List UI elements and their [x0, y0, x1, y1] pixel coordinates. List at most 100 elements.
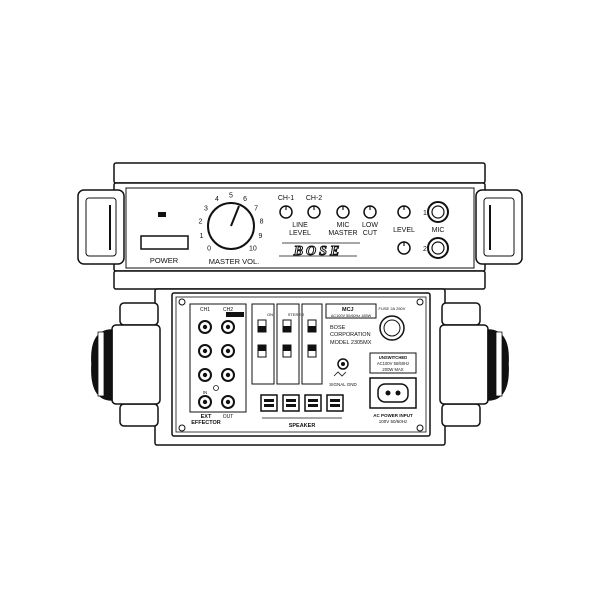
dial-number-2: 2 — [198, 219, 202, 226]
rca-jack[interactable] — [221, 320, 235, 334]
rear-right-handle — [439, 302, 509, 427]
low-cut-knob[interactable] — [363, 205, 377, 219]
power-label: POWER — [150, 256, 179, 265]
rear-out-label: OUT — [223, 414, 234, 420]
unswitched-line-2: AC100V 50/60Hz — [377, 361, 409, 366]
ac-inlet-section: AC POWER INPUT 100V 50/60Hz — [369, 377, 417, 424]
ext-label: EXT — [201, 414, 212, 420]
effector-label: EFFECTOR — [191, 420, 221, 426]
brand-text: BOSE — [293, 244, 343, 259]
screw-icon — [178, 298, 186, 306]
effector-in-jack[interactable] — [198, 395, 212, 409]
rear-ch2-label: CH2 — [223, 307, 233, 313]
unswitched-section: UNSWITCHED AC100V 50/60Hz 200W MAX — [369, 352, 417, 374]
rear-panel-plate — [171, 292, 431, 437]
fuse-label: FUSE 2A 250V — [379, 306, 406, 311]
ch1-label: CH-1 — [278, 195, 294, 202]
rear-in-label: IN — [203, 390, 208, 395]
model-label: MODEL 2305MX — [330, 340, 372, 346]
ac-power-line-1: AC POWER INPUT — [373, 413, 413, 418]
mic-level-knob-2[interactable] — [397, 241, 411, 255]
rating-label: AC100V 50/60Hz 185W — [331, 314, 372, 318]
speaker-terminal[interactable] — [282, 394, 300, 412]
line-level-ch1-knob[interactable] — [279, 205, 293, 219]
dial-number-8: 8 — [260, 219, 264, 226]
rear-label-block: MCJ AC100V 50/60Hz 185W BOSE CORPORATION… — [325, 303, 377, 387]
ac-power-line-2: 100V 50/60Hz — [379, 419, 408, 424]
low-cut-label-cut: CUT — [363, 230, 378, 237]
bose-logo: BOSE — [279, 242, 360, 260]
mic-master-label-master: MASTER — [328, 230, 357, 237]
channel-controls: CH-1 CH-2 LINE LEVEL MIC MASTER LOW CUT … — [278, 195, 415, 255]
mic-master-label-mic: MIC — [337, 222, 350, 229]
corp-line-2: CORPORATION — [330, 332, 371, 338]
mic-1-number: 1 — [423, 210, 427, 217]
mic-master-knob[interactable] — [336, 205, 350, 219]
low-cut-label-low: LOW — [362, 222, 378, 229]
front-unit — [77, 162, 523, 290]
dial-number-7: 7 — [254, 205, 258, 212]
front-top-shelf — [113, 162, 486, 184]
mic-jacks: 1 MIC 2 — [423, 201, 449, 259]
dial-number-6: 6 — [243, 196, 247, 203]
screw-icon — [178, 424, 186, 432]
screw-icon — [213, 385, 219, 391]
mcj-label: MCJ — [342, 307, 354, 313]
unswitched-line-3: 200W MAX — [382, 367, 403, 372]
fuse-holder[interactable] — [379, 315, 405, 341]
dial-number-0: 0 — [207, 245, 211, 252]
ground-icon — [333, 371, 347, 377]
mic-label: MIC — [432, 227, 445, 234]
dial-number-10: 10 — [249, 245, 257, 252]
line-level-ch2-knob[interactable] — [307, 205, 321, 219]
speaker-terminal[interactable] — [304, 394, 322, 412]
dial-number-1: 1 — [200, 233, 204, 240]
dial-number-3: 3 — [204, 205, 208, 212]
corp-line-1: BOSE — [330, 325, 346, 331]
mic-jack-1[interactable] — [427, 201, 449, 223]
master-volume-pointer-icon — [230, 205, 240, 227]
screw-icon — [416, 298, 424, 306]
front-right-handle — [475, 189, 523, 265]
effector-out-jack[interactable] — [221, 395, 235, 409]
power-led-icon — [158, 212, 166, 217]
rca-jack[interactable] — [198, 368, 212, 382]
ch2-label: CH-2 — [306, 195, 322, 202]
rca-jack[interactable] — [198, 320, 212, 334]
signal-gnd-terminal[interactable] — [337, 358, 349, 370]
power-section: POWER — [140, 212, 189, 265]
switch-on-label: ON — [267, 312, 273, 317]
mic-level-knob-1[interactable] — [397, 205, 411, 219]
level-label: LEVEL — [393, 227, 415, 234]
line-level-label-level: LEVEL — [289, 230, 311, 237]
front-faceplate — [125, 187, 475, 269]
rca-jack[interactable] — [221, 344, 235, 358]
rear-switch-section — [251, 303, 323, 385]
rear-screws — [178, 298, 424, 432]
speaker-label: SPEAKER — [289, 423, 316, 429]
front-left-handle — [77, 189, 125, 265]
speaker-terminal[interactable] — [260, 394, 278, 412]
rear-ch1-label: CH1 — [200, 307, 210, 313]
ac-inlet[interactable] — [377, 383, 409, 403]
rca-jack[interactable] — [198, 344, 212, 358]
fuse-section: FUSE 2A 250V — [379, 306, 406, 341]
rear-input-section: CH1 CH2 IN OUT EXT EFFECTOR — [189, 303, 247, 426]
speaker-terminal[interactable] — [326, 394, 344, 412]
rca-jack[interactable] — [221, 368, 235, 382]
unswitched-line-1: UNSWITCHED — [379, 355, 407, 360]
mic-jack-2[interactable] — [427, 237, 449, 259]
screw-icon — [416, 424, 424, 432]
switch-stereo-label: STEREO — [288, 312, 304, 317]
rear-left-handle — [91, 302, 161, 427]
power-switch[interactable] — [140, 235, 189, 250]
mic-2-number: 2 — [423, 246, 427, 253]
dial-number-5: 5 — [229, 193, 233, 200]
front-bottom-shelf — [113, 270, 486, 290]
dial-number-4: 4 — [215, 196, 219, 203]
rear-ch2-tag — [226, 312, 244, 317]
signal-gnd-label: SIGNAL GND — [329, 382, 357, 387]
